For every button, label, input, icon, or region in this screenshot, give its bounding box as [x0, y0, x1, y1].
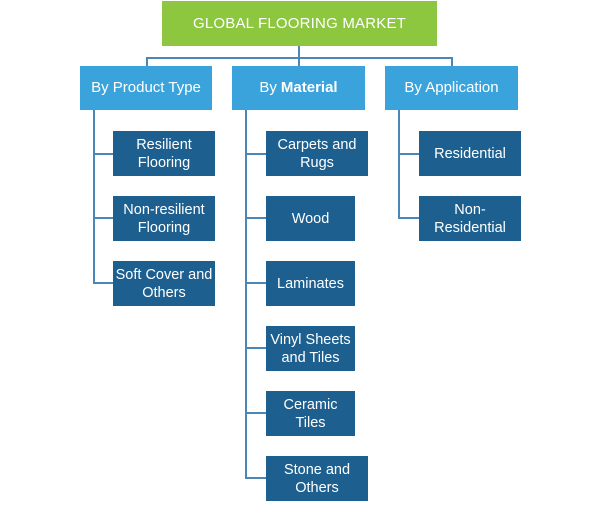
leaf-wood: Wood — [266, 196, 355, 241]
category-label-bold: Material — [280, 79, 338, 96]
leaf-label: Resilient Flooring — [136, 136, 192, 171]
leaf-label: Ceramic Tiles — [283, 396, 338, 431]
leaf-non-resilient-flooring: Non-resilient Flooring — [113, 196, 215, 241]
category-application: By Application — [385, 66, 518, 110]
leaf-resilient-flooring: Resilient Flooring — [113, 131, 215, 176]
branch — [93, 153, 113, 155]
leaf-label: Vinyl Sheets and Tiles — [270, 331, 351, 366]
branch — [245, 477, 266, 479]
branch — [245, 412, 266, 414]
trunk-material — [245, 110, 247, 478]
leaf-label: Residential — [434, 145, 506, 162]
branch — [245, 153, 266, 155]
category-label: By Application — [404, 79, 499, 96]
leaf-soft-cover-and-others: Soft Cover and Others — [113, 261, 215, 306]
leaf-label: Carpets and Rugs — [277, 136, 357, 171]
category-label-prefix: By — [259, 79, 277, 96]
branch — [245, 282, 266, 284]
leaf-label: Soft Cover and Others — [115, 266, 213, 301]
leaf-label: Non-resilient Flooring — [123, 201, 205, 236]
root-title-text: GLOBAL FLOORING MARKET — [192, 14, 407, 32]
root-node-title: GLOBAL FLOORING MARKET — [162, 1, 437, 46]
leaf-label: Laminates — [277, 275, 344, 292]
trunk-product-type — [93, 110, 95, 283]
connector-product-type — [146, 57, 148, 67]
branch — [398, 217, 419, 219]
connector-material — [298, 57, 300, 67]
category-product-type: By Product Type — [80, 66, 212, 110]
category-label: By Product Type — [91, 79, 201, 96]
leaf-vinyl-sheets-and-tiles: Vinyl Sheets and Tiles — [266, 326, 355, 371]
leaf-stone-and-others: Stone and Others — [266, 456, 368, 501]
branch — [93, 217, 113, 219]
branch — [398, 153, 419, 155]
leaf-ceramic-tiles: Ceramic Tiles — [266, 391, 355, 436]
leaf-carpets-and-rugs: Carpets and Rugs — [266, 131, 368, 176]
leaf-label: Non- Residential — [434, 201, 506, 236]
trunk-application — [398, 110, 400, 219]
leaf-label: Wood — [291, 210, 330, 227]
branch — [245, 347, 266, 349]
leaf-non-residential: Non- Residential — [419, 196, 521, 241]
root-connector — [298, 45, 300, 58]
leaf-residential: Residential — [419, 131, 521, 176]
connector-application — [451, 57, 453, 67]
branch — [93, 282, 113, 284]
leaf-label: Stone and Others — [283, 461, 351, 496]
branch — [245, 217, 266, 219]
leaf-laminates: Laminates — [266, 261, 355, 306]
